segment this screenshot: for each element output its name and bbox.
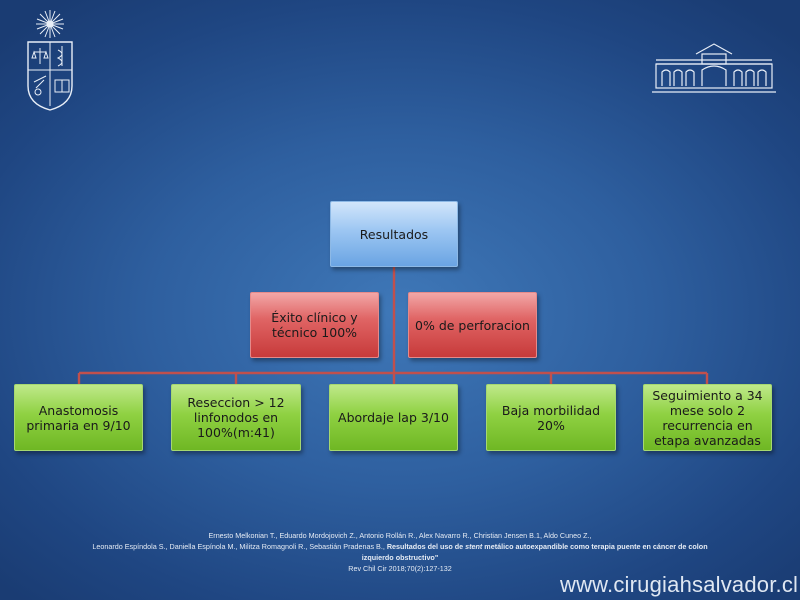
node-morbilidad: Baja morbilidad 20% bbox=[486, 384, 616, 451]
citation-line-3: izquierdo obstructivo" bbox=[361, 553, 439, 562]
website-url: www.cirugiahsalvador.cl bbox=[560, 572, 799, 597]
node-resultados-label: Resultados bbox=[359, 226, 429, 242]
node-anastomosis-label: Anastomosis primaria en 9/10 bbox=[26, 402, 131, 433]
citation-title-stent: stent bbox=[465, 542, 483, 551]
node-reseccion-label: Reseccion > 12 linfonodos en 100%(m:41) bbox=[187, 395, 285, 440]
node-perforacion-label: 0% de perforacion bbox=[415, 317, 530, 333]
node-reseccion: Reseccion > 12 linfonodos en 100%(m:41) bbox=[171, 384, 301, 451]
node-perforacion: 0% de perforacion bbox=[408, 292, 537, 358]
university-crest-logo bbox=[27, 10, 73, 111]
node-exito-clinico: Éxito clínico y técnico 100% bbox=[250, 292, 379, 358]
citation-authors: Leonardo Espíndola S., Daniella Espínola… bbox=[92, 542, 387, 551]
citation: Ernesto Melkonian T., Eduardo Mordojovic… bbox=[40, 530, 760, 574]
citation-journal: Rev Chil Cir 2018;70(2):127-132 bbox=[348, 564, 452, 573]
node-seguimiento: Seguimiento a 34 mese solo 2 recurrencia… bbox=[643, 384, 772, 451]
node-morbilidad-label: Baja morbilidad 20% bbox=[501, 402, 601, 433]
citation-line-1: Ernesto Melkonian T., Eduardo Mordojovic… bbox=[208, 531, 592, 540]
citation-title-part-b: metálico autoexpandible como terapia pue… bbox=[482, 542, 708, 551]
citation-line-2: Leonardo Espíndola S., Daniella Espínola… bbox=[40, 541, 760, 552]
node-seguimiento-label: Seguimiento a 34 mese solo 2 recurrencia… bbox=[652, 387, 763, 448]
hospital-building-logo bbox=[652, 43, 776, 93]
node-abordaje: Abordaje lap 3/10 bbox=[329, 384, 458, 451]
citation-title-part-a: Resultados del uso de bbox=[386, 542, 466, 551]
node-exito-clinico-label: Éxito clínico y técnico 100% bbox=[271, 310, 358, 340]
node-anastomosis: Anastomosis primaria en 9/10 bbox=[14, 384, 143, 451]
node-abordaje-label: Abordaje lap 3/10 bbox=[338, 410, 449, 425]
node-resultados: Resultados bbox=[330, 201, 458, 267]
